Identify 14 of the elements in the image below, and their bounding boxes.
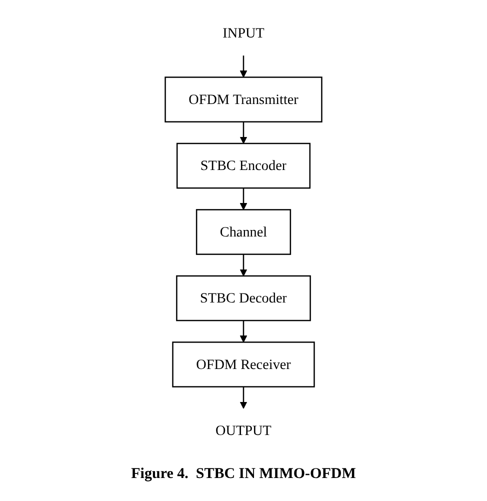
node-text: OUTPUT — [216, 422, 272, 438]
node-box: OFDM Receiver — [172, 342, 315, 388]
node-box: STBC Decoder — [176, 275, 311, 322]
arrow — [240, 254, 248, 276]
node-box: OFDM Transmitter — [164, 76, 322, 122]
arrow — [240, 56, 248, 78]
arrow — [240, 188, 248, 210]
figure-caption: Figure 4. STBC IN MIMO-OFDM — [131, 466, 356, 483]
arrow — [240, 320, 248, 343]
arrow — [240, 122, 248, 144]
node-box: Channel — [196, 209, 292, 255]
arrow — [240, 386, 248, 409]
node-box: STBC Encoder — [176, 142, 311, 189]
node-text: INPUT — [222, 25, 264, 41]
